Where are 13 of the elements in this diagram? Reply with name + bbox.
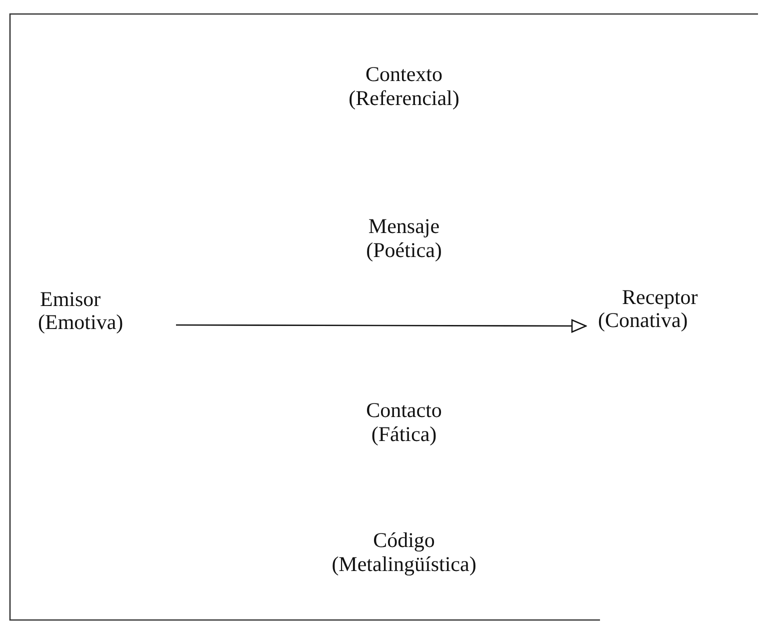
function-name: (Metalingüística) [332,552,476,577]
function-label: Contacto [366,398,442,423]
function-label: Código [373,528,435,553]
node-function: (Conativa) [598,309,688,332]
function-label: Mensaje [368,214,440,239]
function-name: (Referencial) [348,86,460,111]
node-function: (Emotiva) [38,311,124,334]
function-name: (Fática) [371,422,437,447]
node-title: Emisor [40,288,101,311]
arrow [176,319,587,333]
function-name: (Poética) [366,238,442,263]
function-label: Contexto [366,62,442,87]
node-title: Receptor [622,286,698,309]
